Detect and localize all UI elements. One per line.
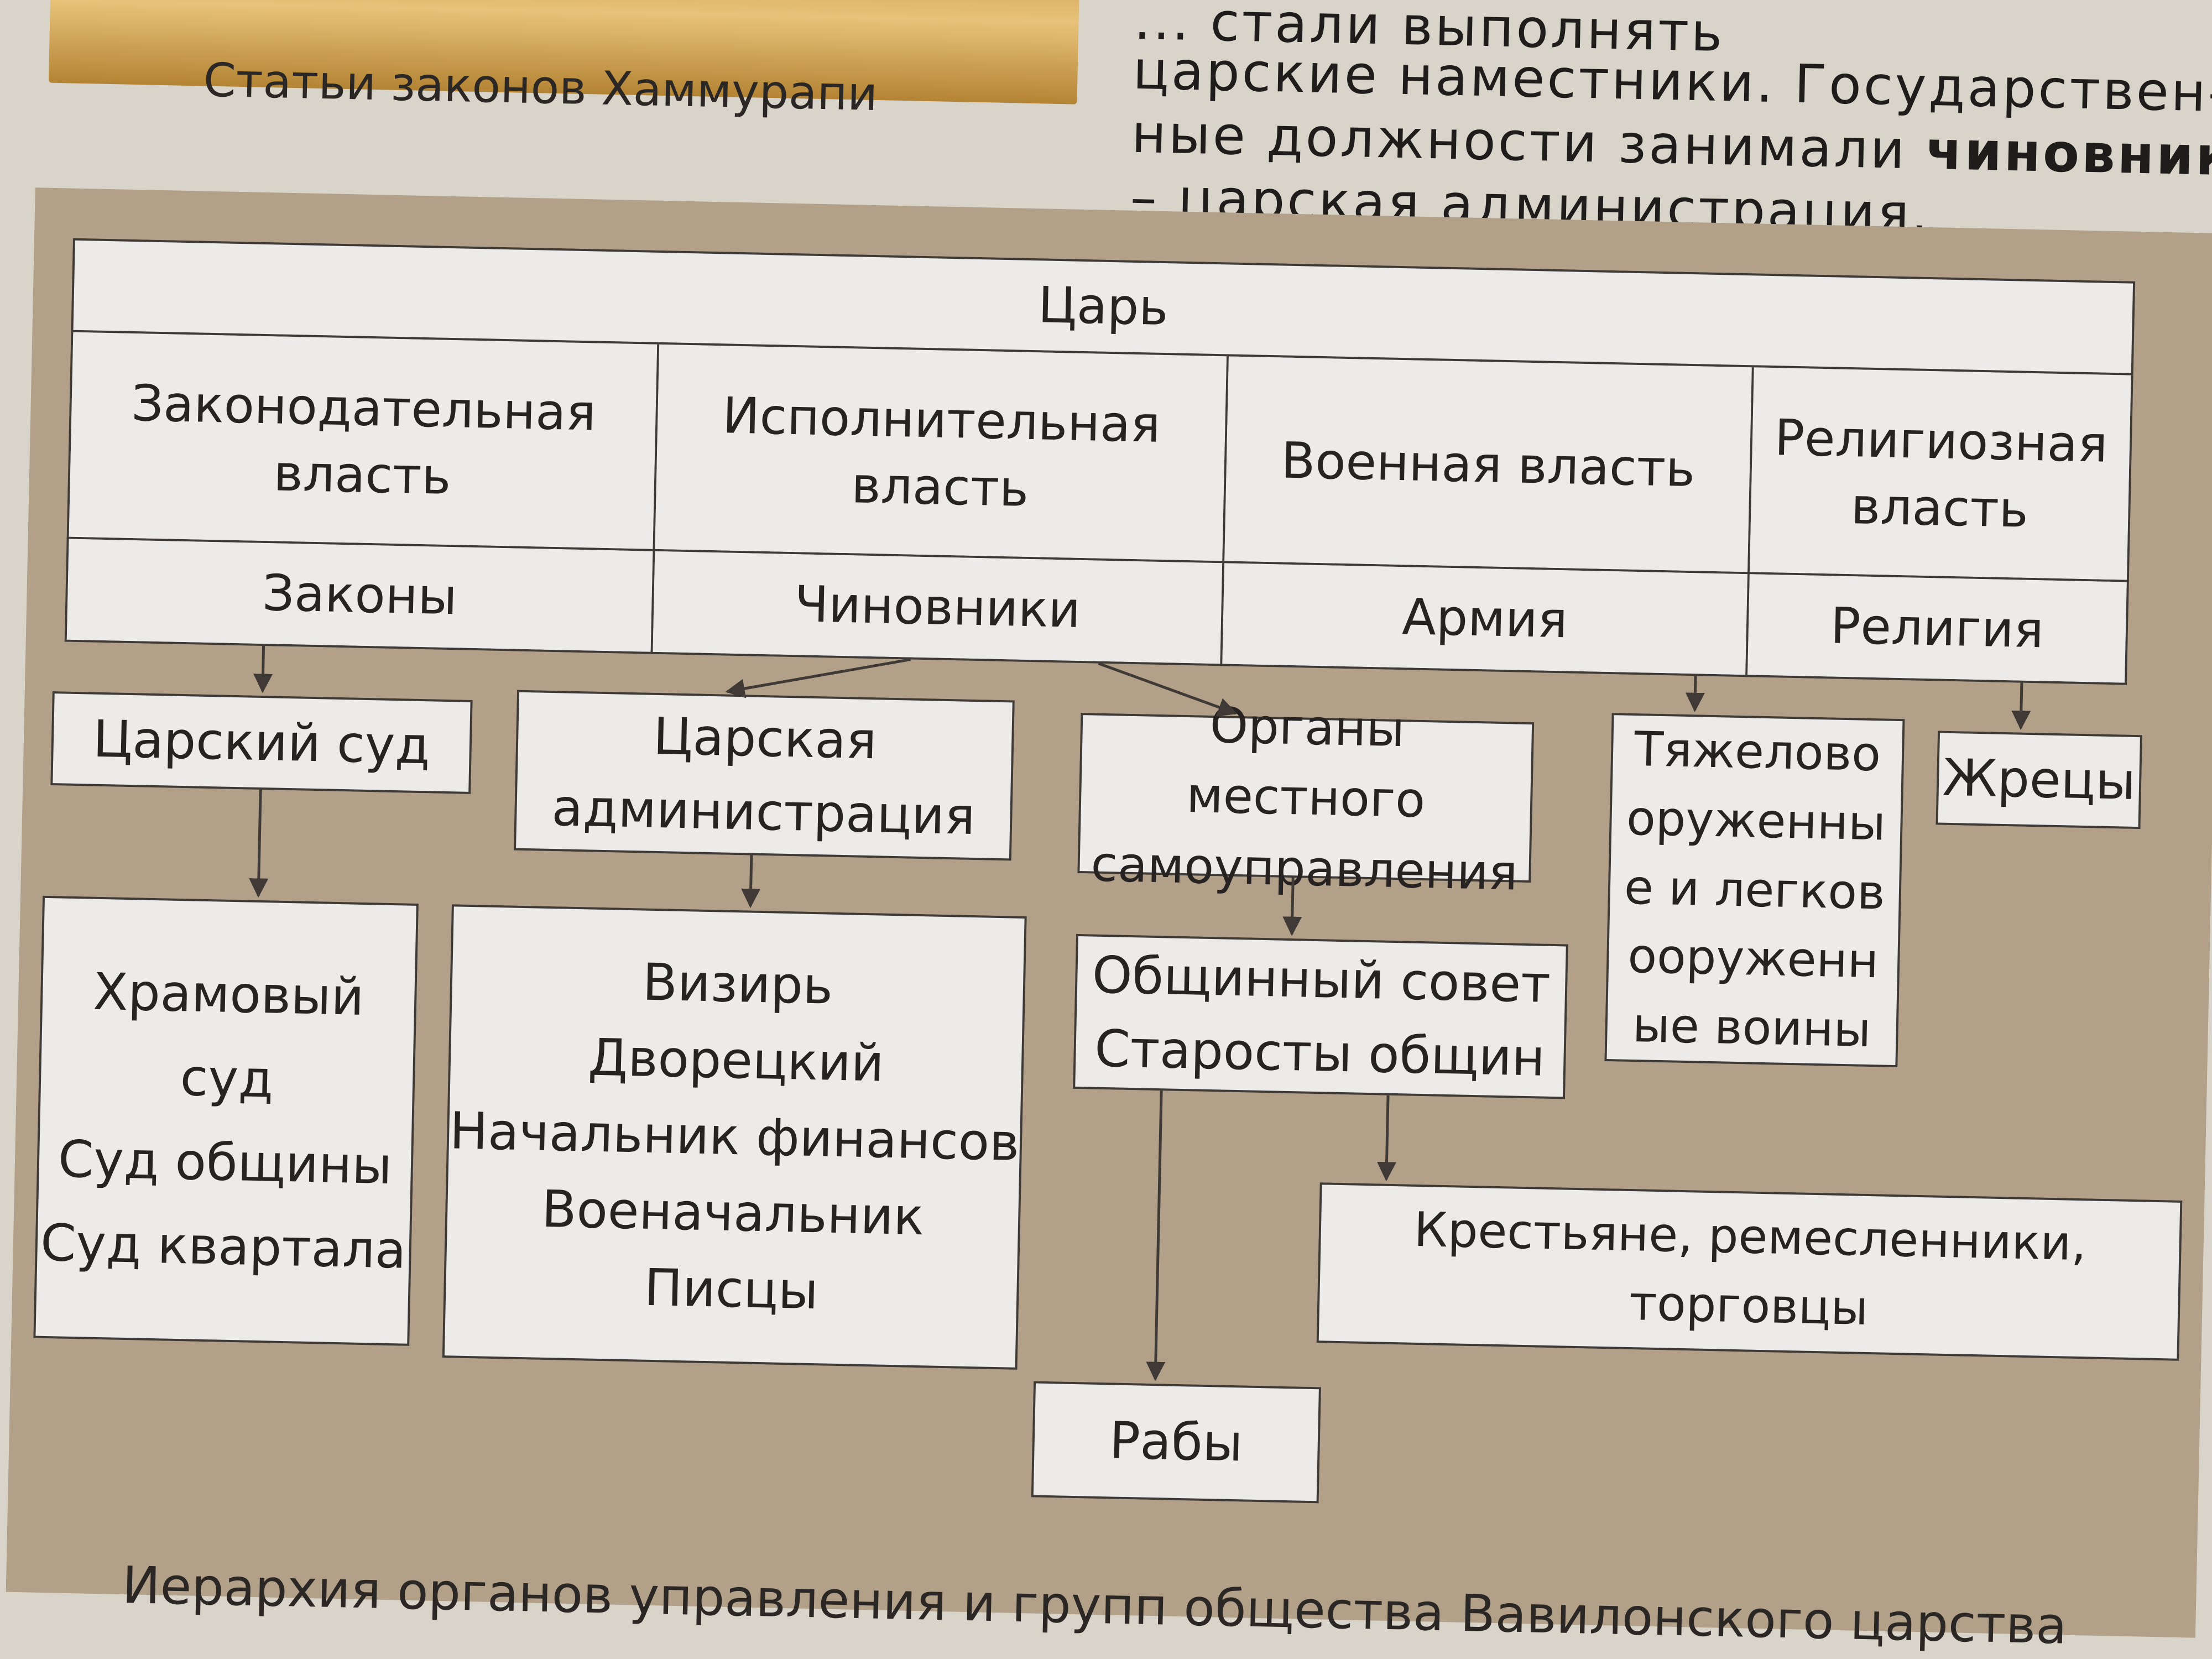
arrow-local-to-community: [1292, 878, 1293, 934]
arrow-community-to-commoners: [1386, 1095, 1388, 1180]
arrow-court-to-courts: [258, 790, 260, 896]
arrow-officials-to-local: [1098, 664, 1237, 713]
arrow-community-to-slaves: [1155, 1091, 1161, 1379]
arrow-admin-to-officials: [750, 855, 752, 906]
arrow-officials-to-admin: [727, 656, 910, 696]
arrow-laws-to-court: [263, 646, 264, 691]
arrow-religion-to-priests: [2021, 683, 2022, 728]
